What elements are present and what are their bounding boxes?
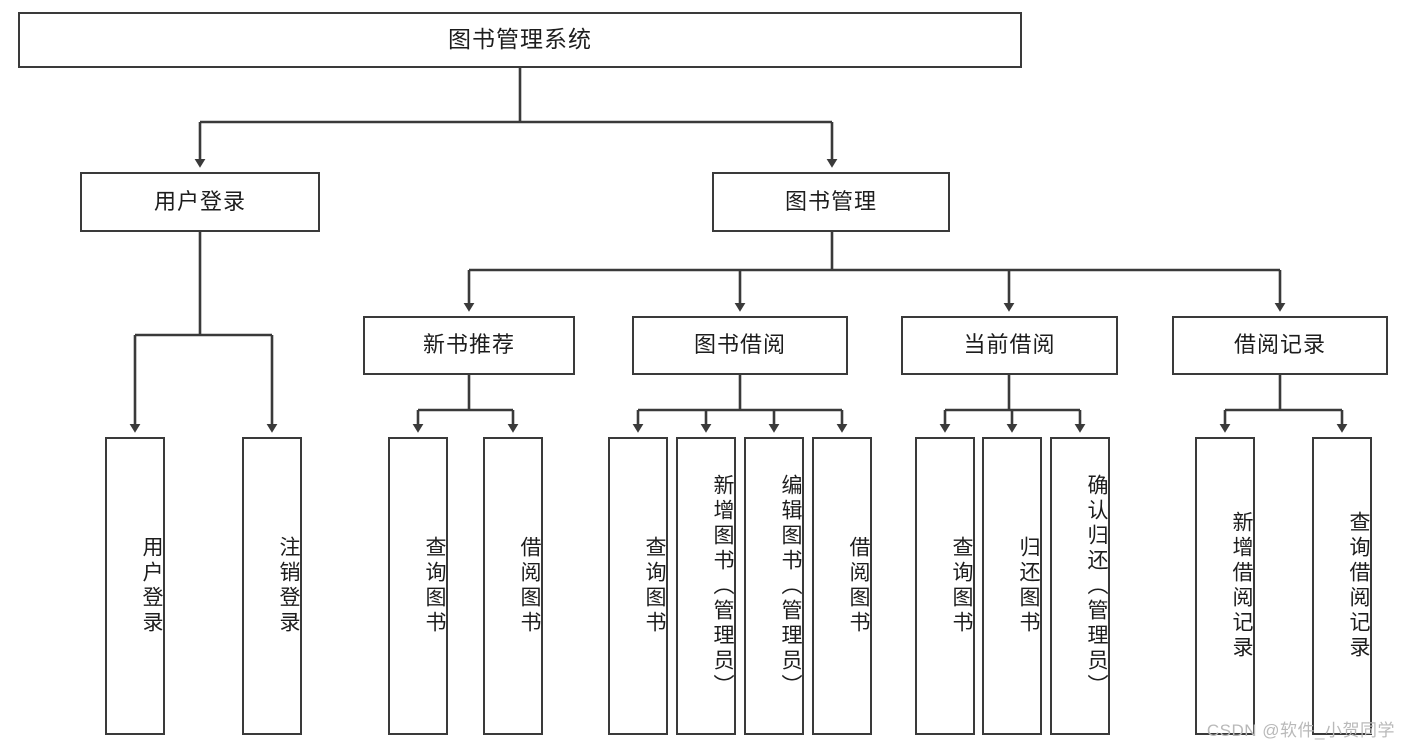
watermark-text: CSDN @软件_小贺同学 xyxy=(1206,721,1395,740)
leaf-add-borrow-record[interactable]: 新增借阅记录 xyxy=(1195,437,1255,735)
leaf-query-borrow-record[interactable]: 查询借阅记录 xyxy=(1312,437,1372,735)
node-book-management[interactable]: 图书管理 xyxy=(712,172,950,232)
node-current-borrow[interactable]: 当前借阅 xyxy=(901,316,1118,375)
leaf-logout-login[interactable]: 注销登录 xyxy=(242,437,302,735)
node-book-borrow[interactable]: 图书借阅 xyxy=(632,316,848,375)
leaf-borrow-book-recommend[interactable]: 借阅图书 xyxy=(483,437,543,735)
node-user-login[interactable]: 用户登录 xyxy=(80,172,320,232)
leaf-add-book-admin[interactable]: 新增图书（管理员） xyxy=(676,437,736,735)
node-new-book-recommend[interactable]: 新书推荐 xyxy=(363,316,575,375)
leaf-user-login[interactable]: 用户登录 xyxy=(105,437,165,735)
leaf-return-book[interactable]: 归还图书 xyxy=(982,437,1042,735)
node-root-system[interactable]: 图书管理系统 xyxy=(18,12,1022,68)
leaf-query-book-borrow[interactable]: 查询图书 xyxy=(608,437,668,735)
leaf-edit-book-admin[interactable]: 编辑图书（管理员） xyxy=(744,437,804,735)
leaf-borrow-book[interactable]: 借阅图书 xyxy=(812,437,872,735)
node-borrow-record[interactable]: 借阅记录 xyxy=(1172,316,1388,375)
leaf-query-book-current[interactable]: 查询图书 xyxy=(915,437,975,735)
leaf-query-book-recommend[interactable]: 查询图书 xyxy=(388,437,448,735)
leaf-confirm-return-admin[interactable]: 确认归还（管理员） xyxy=(1050,437,1110,735)
